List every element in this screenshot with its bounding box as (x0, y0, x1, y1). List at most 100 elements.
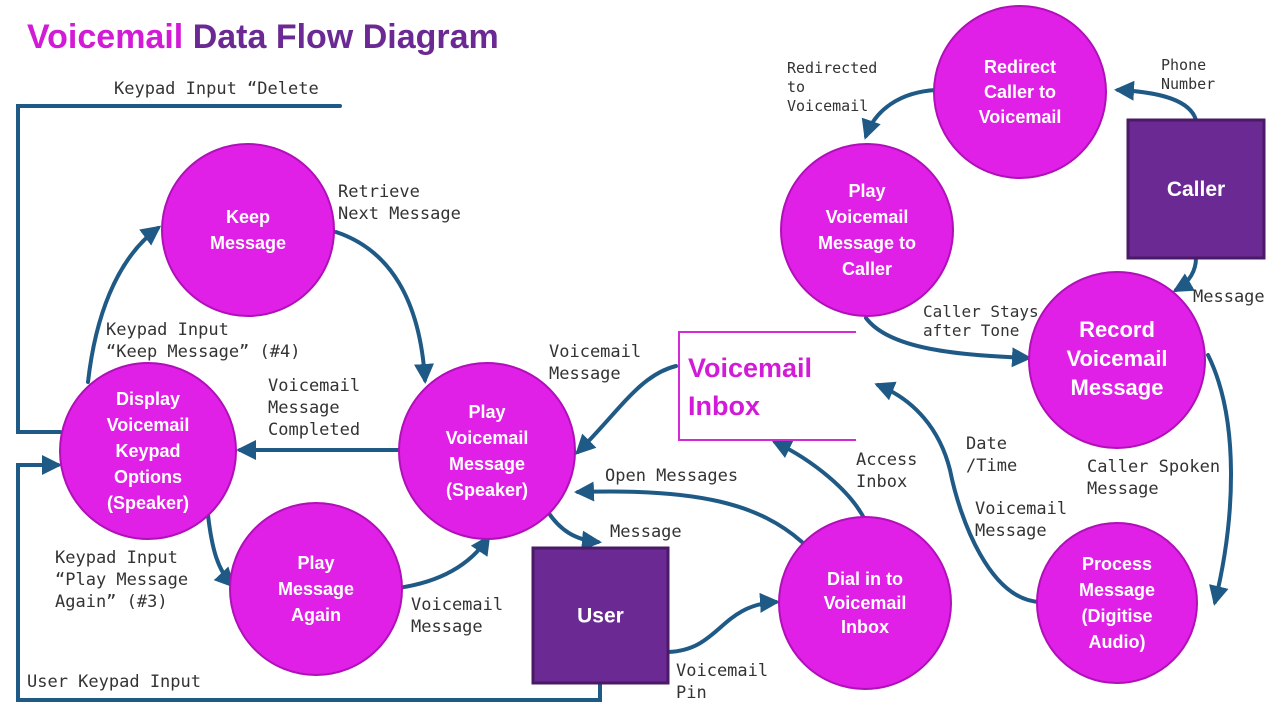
entity-caller[interactable]: Caller (1126, 118, 1266, 260)
flow-label-line: Message (1193, 287, 1265, 307)
process-circle (778, 516, 952, 690)
datastore-voicemail-inbox[interactable]: Voicemail Inbox (678, 331, 856, 441)
flow-label-line: to (787, 78, 805, 96)
flow-vm-msg-again (396, 534, 491, 590)
flow-retrieve (334, 230, 434, 384)
datastore-line-1: Voicemail (688, 353, 812, 383)
flow-message-user (546, 510, 602, 551)
flow-label-line: Keypad Input (106, 320, 229, 340)
flow-label-open-messages: Open Messages (605, 466, 738, 486)
flow-message-caller (1172, 256, 1198, 292)
flow-label-line: Retrieve (338, 182, 420, 202)
flow-vm-msg-inbox (575, 364, 678, 455)
process-circle (780, 143, 954, 317)
process-label-line: Message (1071, 375, 1164, 400)
process-label-line: Audio) (1089, 632, 1146, 652)
process-label-line: Dial in to (827, 569, 903, 589)
process-label-line: Options (114, 467, 182, 487)
flow-label-line: Keypad Input “Delete (114, 79, 319, 99)
process-label-line: (Speaker) (107, 493, 189, 513)
flow-label-line: Access (856, 450, 917, 470)
flow-label-message-caller: Message (1193, 287, 1265, 307)
flow-label-line: Caller Stays (923, 302, 1039, 321)
process-circle (398, 362, 576, 540)
process-label-line: (Digitise (1081, 606, 1152, 626)
flow-label-line: User Keypad Input (27, 672, 201, 692)
process-label-line: Display (116, 389, 180, 409)
flow-label-line: Message (1087, 479, 1159, 499)
flow-label-line: Message (549, 364, 621, 384)
flow-label-line: Message (975, 521, 1047, 541)
flow-open-messages (574, 481, 804, 544)
flow-label-line: “Keep Message” (#4) (106, 342, 300, 362)
title-main: Data Flow Diagram (192, 18, 499, 56)
process-label-line: Message (449, 454, 525, 474)
process-label-line: Play (848, 181, 885, 201)
datastore-line-2: Inbox (688, 391, 760, 421)
flow-phone-number (1114, 80, 1198, 122)
process-circle (933, 5, 1107, 179)
process-circle (1036, 522, 1198, 684)
flow-label-line: Caller Spoken (1087, 457, 1220, 477)
flow-label-line: Voicemail (975, 499, 1067, 519)
flow-label-line: Open Messages (605, 466, 738, 486)
entity-user[interactable]: User (531, 546, 670, 685)
process-circle (229, 502, 403, 676)
flow-play-again-input (206, 513, 235, 588)
process-label-line: Message (278, 579, 354, 599)
process-label-line: Caller to (984, 82, 1056, 102)
flow-label-line: Completed (268, 420, 360, 440)
flow-label-line: Date (966, 434, 1007, 454)
flow-caller-spoken (1206, 353, 1233, 606)
entity-label: Caller (1167, 178, 1225, 201)
flow-label-line: /Time (966, 456, 1017, 476)
flow-redirected (861, 88, 938, 140)
flow-label-line: Voicemail (268, 376, 360, 396)
flow-label-line: after Tone (923, 321, 1019, 340)
process-label-line: Redirect (984, 57, 1056, 77)
flow-label-line: Phone (1161, 56, 1206, 74)
process-label-line: Process (1082, 554, 1152, 574)
entity-box (1126, 118, 1266, 260)
flow-label-delete: Keypad Input “Delete (114, 79, 319, 99)
flow-user-keypad (16, 455, 602, 702)
flow-label-line: Message (610, 522, 682, 542)
process-circle (161, 143, 335, 317)
flow-label-user-keypad: User Keypad Input (27, 672, 201, 692)
process-label-line: Keypad (115, 441, 180, 461)
process-label-line: Inbox (841, 617, 889, 637)
process-label-line: Voicemail (826, 207, 909, 227)
flow-caller-stays (864, 316, 1032, 368)
process-label-line: Message to (818, 233, 916, 253)
flow-delete (16, 104, 342, 434)
flow-label-line: Voicemail (411, 595, 503, 615)
process-circle (1028, 271, 1206, 449)
flow-label-date-time: Date/Time (966, 434, 1017, 476)
flow-keep-input (86, 225, 162, 384)
flow-access-inbox (771, 440, 867, 522)
flow-label-line: Inbox (856, 472, 907, 492)
process-label-line: Voicemail (446, 428, 529, 448)
flow-label-line: Message (411, 617, 483, 637)
process-label-line: Again (291, 605, 341, 625)
